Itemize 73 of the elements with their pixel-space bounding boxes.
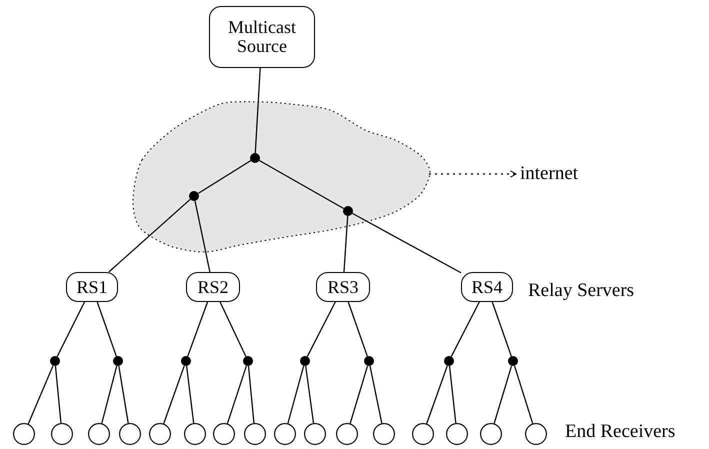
link-line xyxy=(287,366,304,424)
link-line xyxy=(306,302,336,357)
junction-dot xyxy=(508,356,518,366)
receiver-circle xyxy=(88,423,110,445)
link-line xyxy=(426,366,448,424)
junction-dot xyxy=(181,356,191,366)
server-box xyxy=(66,272,118,302)
link-line xyxy=(226,366,247,424)
link-line xyxy=(96,302,117,356)
receiver-circle xyxy=(480,423,502,445)
link-line xyxy=(492,302,512,356)
source-box xyxy=(209,6,315,68)
receiver-circle xyxy=(119,423,141,445)
link-line xyxy=(54,366,62,424)
link-line xyxy=(248,366,255,424)
link-line xyxy=(514,366,534,424)
server-box xyxy=(186,272,240,302)
node-label: Multicast Source xyxy=(227,18,297,56)
link-line xyxy=(108,198,191,272)
link-line xyxy=(369,366,382,424)
link-line xyxy=(348,302,368,356)
receiver-circle xyxy=(149,423,171,445)
node-label: RS4 xyxy=(471,278,503,296)
junction-dot xyxy=(343,206,353,216)
link-line xyxy=(194,200,210,272)
junction-dot xyxy=(113,356,123,366)
receiver-circle xyxy=(525,423,547,445)
node-label: RS3 xyxy=(327,278,359,296)
server-box xyxy=(316,272,370,302)
link-line xyxy=(450,302,480,357)
network-label: internet xyxy=(520,162,588,186)
server-box xyxy=(461,272,513,302)
receiver-circle xyxy=(412,423,434,445)
node-label: RS2 xyxy=(197,278,229,296)
junction-dot xyxy=(189,191,199,201)
link-line xyxy=(187,302,208,356)
receiver-circle xyxy=(184,423,206,445)
junction-dot xyxy=(50,356,60,366)
link-line xyxy=(350,366,368,424)
junction-dot xyxy=(243,356,253,366)
tier-label: Relay Servers xyxy=(528,280,634,302)
link-line xyxy=(448,366,456,424)
receiver-circle xyxy=(446,423,468,445)
receiver-circle xyxy=(336,423,358,445)
link-line xyxy=(305,366,314,424)
dotted-arrow xyxy=(429,170,516,178)
link-line xyxy=(343,216,348,272)
link-line xyxy=(118,366,129,424)
cloud-shape xyxy=(131,101,431,253)
link-line xyxy=(220,302,246,357)
link-line xyxy=(259,160,344,210)
link-line xyxy=(28,365,54,424)
junction-dot xyxy=(444,356,454,366)
link-line xyxy=(198,160,252,194)
link-line xyxy=(56,302,86,357)
receiver-circle xyxy=(213,423,235,445)
receiver-circle xyxy=(51,423,73,445)
junction-dot xyxy=(364,356,374,366)
node-label: RS1 xyxy=(76,278,108,296)
link-line xyxy=(352,212,462,274)
receiver-circle xyxy=(244,423,266,445)
link-line xyxy=(101,366,118,424)
receiver-circle xyxy=(304,423,326,445)
receiver-circle xyxy=(274,423,296,445)
junction-dot xyxy=(250,153,260,163)
link-line xyxy=(254,68,261,154)
tier-label: End Receivers xyxy=(565,421,676,443)
link-line xyxy=(494,366,512,424)
link-line xyxy=(186,366,194,424)
receiver-circle xyxy=(13,423,35,445)
junction-dot xyxy=(300,356,310,366)
receiver-circle xyxy=(373,423,395,445)
link-line xyxy=(163,366,185,424)
